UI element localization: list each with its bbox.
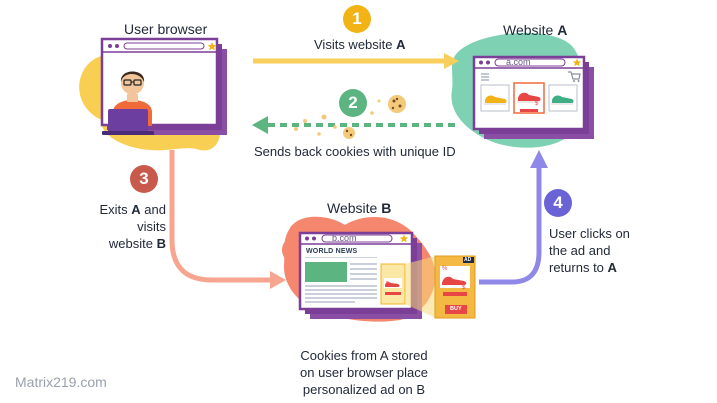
cookie-crumb (370, 111, 374, 115)
cookie-crumb (303, 119, 307, 123)
user-browser-title: User browser (124, 21, 208, 37)
website-b-window (298, 231, 476, 319)
arrow-icon (444, 53, 459, 69)
cookie-crumb (321, 114, 327, 120)
step-2-label: Sends back cookies with unique ID (254, 144, 456, 159)
step-4-badge: 4 (544, 189, 572, 217)
website-a-title: Website A (503, 22, 568, 38)
step-2-badge: 2 (339, 89, 367, 117)
arrow-icon (530, 150, 548, 168)
user-browser-window (100, 37, 227, 135)
step-3-label: Exits A and visits website B (99, 202, 167, 251)
product-price: $ (535, 101, 539, 107)
ad-banner (434, 255, 476, 319)
star-icon (399, 234, 409, 243)
step-4-label: User clicks on the ad and returns to A (549, 226, 630, 275)
website-b-url: b.com (332, 233, 357, 243)
cookie-crumb (317, 132, 321, 136)
website-a-window (472, 55, 594, 139)
ad-zoom-beam (405, 256, 436, 318)
arrow-icon (270, 271, 286, 289)
cookie-crumb (377, 99, 381, 103)
arrow-icon (252, 116, 268, 134)
watermark: Matrix219.com (15, 374, 107, 390)
person-avatar (102, 71, 154, 135)
website-a-url: a.com (506, 57, 531, 67)
step-1-label: Visits website A (314, 37, 406, 52)
arrow-3 (169, 150, 272, 283)
step-1-badge: 1 (343, 5, 371, 33)
star-icon (572, 58, 582, 67)
cookie-icon (388, 95, 406, 113)
cookie-crumb (294, 127, 298, 131)
ad-badge: AD (464, 257, 472, 263)
cart-icon (568, 71, 581, 82)
star-icon (207, 42, 217, 51)
cookie-icon (343, 127, 355, 139)
caption: Cookies from A stored on user browser pl… (300, 348, 428, 397)
website-b-title: Website B (327, 200, 392, 216)
inline-ad-price: $ (386, 281, 389, 287)
ad-buy-button[interactable]: BUY (450, 306, 462, 312)
step-3-badge: 3 (130, 165, 158, 193)
arrow-4 (479, 168, 542, 285)
cookie-crumb (333, 125, 337, 129)
ad-price: $ (462, 285, 466, 291)
ad-discount: % (442, 266, 448, 272)
news-headline: WORLD NEWS (306, 248, 358, 255)
